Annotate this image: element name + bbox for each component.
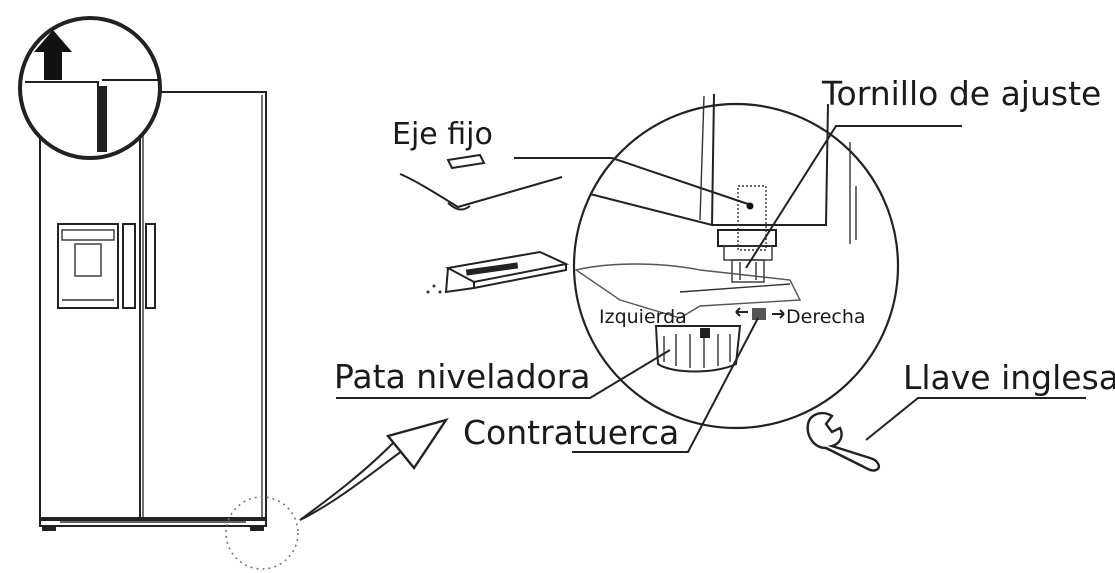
water-dispenser	[57, 223, 119, 309]
label-derecha: Derecha	[786, 306, 866, 328]
refrigerator	[39, 91, 267, 531]
zoom-arrow	[299, 417, 449, 521]
label-llave-inglesa: Llave inglesa	[903, 358, 1115, 397]
leader-lines	[336, 125, 1086, 453]
label-pata-niveladora: Pata niveladora	[334, 357, 591, 396]
label-contratuerca: Contratuerca	[463, 413, 679, 452]
wrench-icon	[806, 412, 881, 472]
adjust-screw-outline	[737, 185, 767, 251]
up-arrow-icon	[34, 30, 72, 80]
top-zoom-circle	[18, 16, 162, 160]
right-door-handle	[145, 223, 156, 309]
label-eje-fijo: Eje fijo	[392, 117, 493, 152]
detail-zoom-circle	[572, 102, 900, 430]
fixed-axis-parts	[399, 153, 570, 294]
foot-zoom-indicator	[225, 496, 299, 570]
detail-circle	[572, 93, 900, 430]
refrigerator-right-door	[139, 91, 267, 521]
top-detail-circle	[18, 16, 162, 160]
left-door-handle	[122, 223, 136, 309]
label-izquierda: Izquierda	[599, 306, 687, 328]
refrigerator-base	[39, 517, 267, 527]
label-tornillo-de-ajuste: Tornillo de ajuste	[821, 74, 1101, 113]
